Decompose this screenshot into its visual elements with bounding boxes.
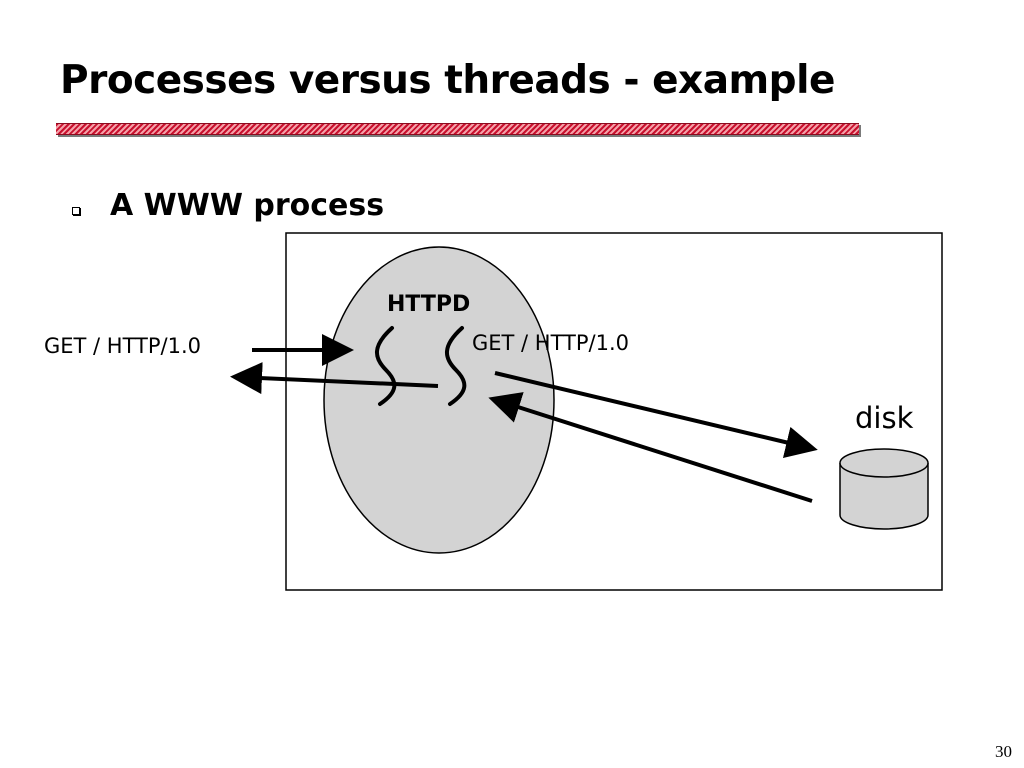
thread-request-label: GET / HTTP/1.0: [472, 331, 629, 355]
disk-icon: [839, 448, 929, 530]
disk-label: disk: [855, 401, 914, 435]
thread-icon-2: [445, 326, 467, 406]
bullet-icon: [72, 207, 80, 215]
disk-request-arrow: [494, 371, 818, 459]
thread-icon-1: [375, 326, 397, 406]
response-arrow: [230, 362, 439, 395]
disk-response-arrow: [488, 392, 813, 503]
httpd-process-ellipse: [323, 246, 555, 554]
bullet-text: A WWW process: [110, 188, 385, 223]
httpd-label: HTTPD: [387, 292, 470, 317]
slide-title: Processes versus threads - example: [60, 58, 835, 103]
title-underline: [56, 123, 859, 135]
page-number: 30: [995, 742, 1012, 761]
incoming-request-label: GET / HTTP/1.0: [44, 334, 201, 358]
